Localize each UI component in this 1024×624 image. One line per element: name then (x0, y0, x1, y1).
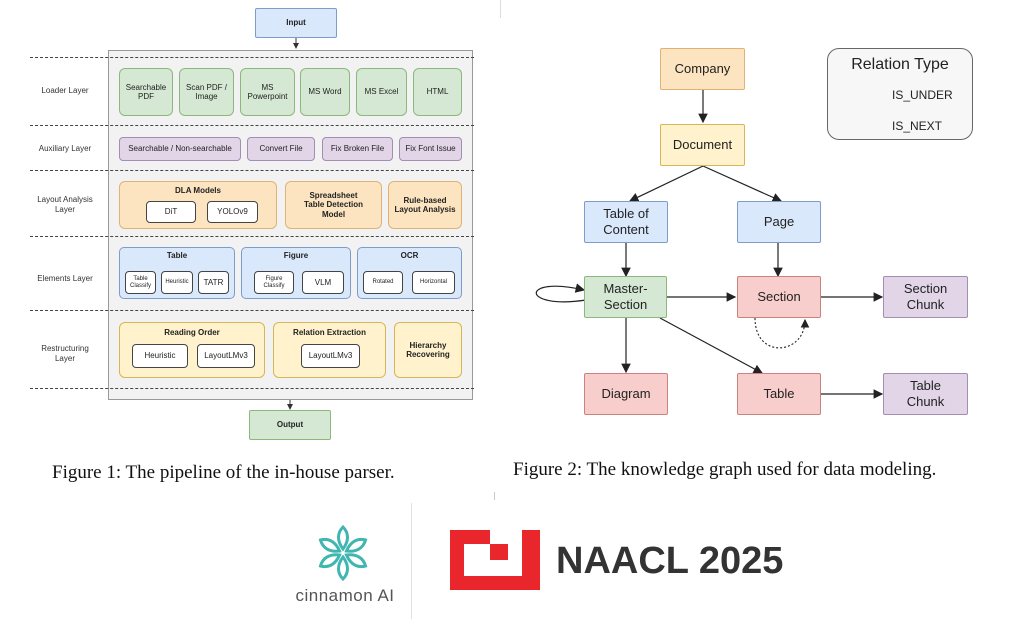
ocr-group-title: OCR (400, 251, 419, 260)
naacl-logo-text: NAACL 2025 (556, 540, 784, 582)
dla-yolov9: YOLOv9 (207, 201, 258, 223)
node-master-section: Master- Section (584, 276, 667, 318)
loader-ms-excel: MS Excel (356, 68, 407, 116)
hierarchy-recovering: Hierarchy Recovering (394, 322, 462, 378)
aux-fix-broken: Fix Broken File (322, 137, 393, 161)
naacl-logo-icon (450, 530, 540, 590)
node-diagram: Diagram (584, 373, 668, 415)
reading-layoutlmv3: LayoutLMv3 (197, 344, 255, 368)
node-table-chunk: Table Chunk (883, 373, 968, 415)
aux-convert-file: Convert File (247, 137, 315, 161)
divider (30, 57, 474, 58)
aux-fix-font: Fix Font Issue (399, 137, 462, 161)
node-section-chunk: Section Chunk (883, 276, 968, 318)
loader-searchable-pdf: Searchable PDF (119, 68, 173, 116)
layer-label-auxiliary: Auxiliary Layer (38, 144, 92, 154)
loader-ms-powerpoint: MS Powerpoint (240, 68, 295, 116)
table-tatr: TATR (198, 271, 229, 294)
node-table-of-content: Table of Content (584, 201, 668, 243)
legend-box (827, 48, 973, 140)
output-box: Output (249, 410, 331, 440)
ocr-rotated: Rotated (363, 271, 403, 294)
legend-title: Relation Type (851, 56, 949, 73)
table-classify: Table Classify (125, 271, 156, 294)
spreadsheet-detection: Spreadsheet Table Detection Model (285, 181, 382, 229)
divider (30, 170, 474, 171)
cinnamon-logo-icon (318, 524, 368, 582)
relation-extraction-title: Relation Extraction (293, 328, 366, 337)
divider (30, 236, 474, 237)
layer-label-loader: Loader Layer (41, 86, 89, 96)
layer-label-elements: Elements Layer (37, 274, 93, 284)
table-group-title: Table (166, 251, 188, 260)
layer-label-restructuring: Restructuring Layer (41, 344, 89, 363)
loader-scan-pdf: Scan PDF / Image (179, 68, 234, 116)
node-table: Table (737, 373, 821, 415)
layer-label-layout: Layout Analysis Layer (37, 195, 93, 214)
reading-heuristic: Heuristic (132, 344, 188, 368)
fig1-connectors (287, 38, 299, 410)
node-document: Document (660, 124, 745, 166)
dla-models-title: DLA Models (175, 186, 221, 195)
kg-edges (535, 90, 884, 399)
node-company: Company (660, 48, 745, 90)
divider (30, 310, 474, 311)
figure2-caption: Figure 2: The knowledge graph used for d… (513, 459, 937, 480)
loader-html: HTML (413, 68, 462, 116)
figure-separator (494, 492, 495, 500)
figure1-caption: Figure 1: The pipeline of the in-house p… (52, 462, 395, 483)
divider (30, 125, 474, 126)
dla-dit: DiT (146, 201, 196, 223)
divider (30, 388, 474, 389)
figure-group-title: Figure (283, 251, 309, 260)
aux-searchable: Searchable / Non-searchable (119, 137, 241, 161)
figure-vlm: VLM (302, 271, 344, 294)
cinnamon-logo-text: cinnamon AI (295, 586, 395, 605)
figure-separator (500, 0, 501, 18)
table-heuristic: Heuristic (161, 271, 193, 294)
legend-is-under: IS_UNDER (892, 88, 953, 102)
reading-order-title: Reading Order (164, 328, 220, 337)
legend-is-next: IS_NEXT (892, 119, 943, 133)
relation-layoutlmv3: LayoutLMv3 (301, 344, 360, 368)
input-box: Input (255, 8, 337, 38)
node-page: Page (737, 201, 821, 243)
figure-classify: Figure Classify (254, 271, 294, 294)
ocr-horizontal: Horizontal (412, 271, 455, 294)
rule-based-layout: Rule-based Layout Analysis (388, 181, 462, 229)
loader-ms-word: MS Word (300, 68, 350, 116)
logo-separator (411, 503, 412, 619)
node-section: Section (737, 276, 821, 318)
